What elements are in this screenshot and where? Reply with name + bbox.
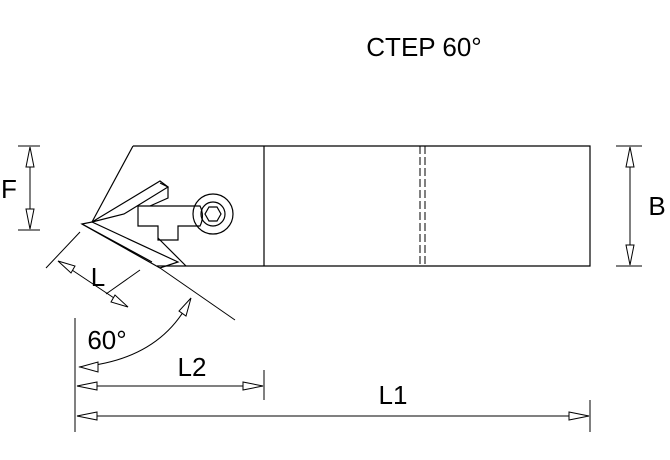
dimension-l1-label: L1 <box>379 380 408 410</box>
dimension-l2: L2 <box>74 318 265 432</box>
dimension-f-label: F <box>1 174 17 204</box>
dimension-b-label: B <box>648 191 665 221</box>
drawing-title: CTEP 60° <box>366 32 481 62</box>
dimension-f: F <box>1 145 40 231</box>
dimension-angle-label: 60° <box>87 325 126 355</box>
dimension-l1: L1 <box>76 380 591 432</box>
clamp-screw-icon <box>192 193 234 235</box>
tool-holder-body <box>91 145 591 267</box>
dimension-b: B <box>616 145 666 267</box>
dimension-l-label: L <box>91 262 105 292</box>
dimension-l: L <box>45 231 236 321</box>
dimension-l2-label: L2 <box>178 352 207 382</box>
insert-head <box>80 180 204 269</box>
dimension-angle: 60° <box>78 297 192 373</box>
